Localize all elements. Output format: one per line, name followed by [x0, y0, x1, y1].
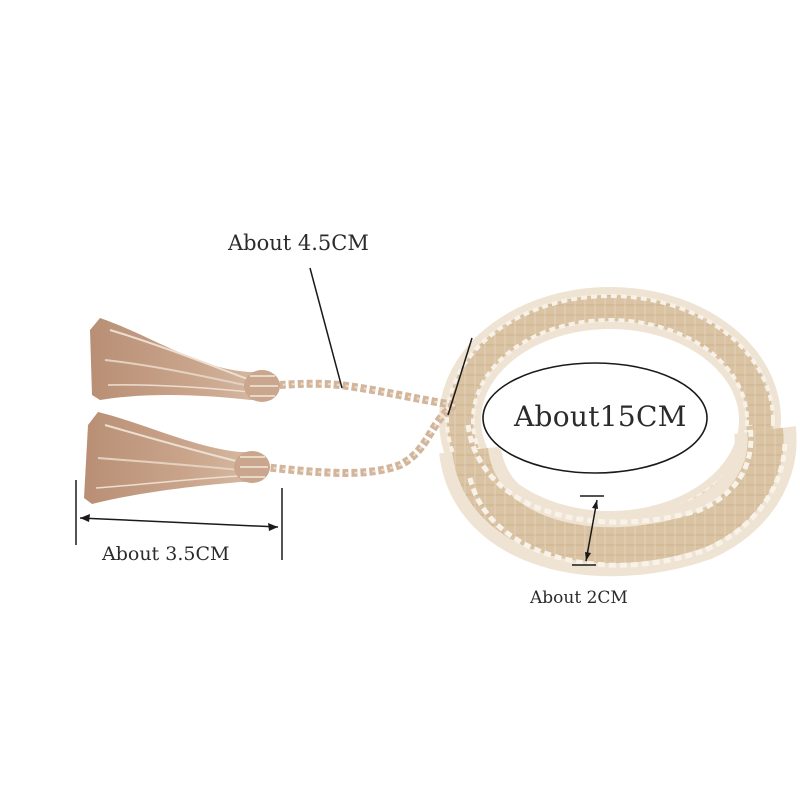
measure-cord-line	[309, 267, 473, 416]
bracelet-band	[439, 287, 797, 577]
band-width-label: About 2CM	[530, 588, 628, 608]
tassel-lower	[84, 412, 270, 504]
measure-circumference-ring	[482, 362, 708, 474]
tassel-upper	[90, 318, 280, 402]
circumference-label: About15CM	[514, 400, 687, 433]
braided-cords	[251, 379, 458, 477]
measure-width-line	[572, 495, 604, 566]
tassel-length-label: About 3.5CM	[102, 543, 230, 565]
cord-length-label: About 4.5CM	[228, 231, 369, 255]
measure-tassel-line	[75, 480, 283, 560]
